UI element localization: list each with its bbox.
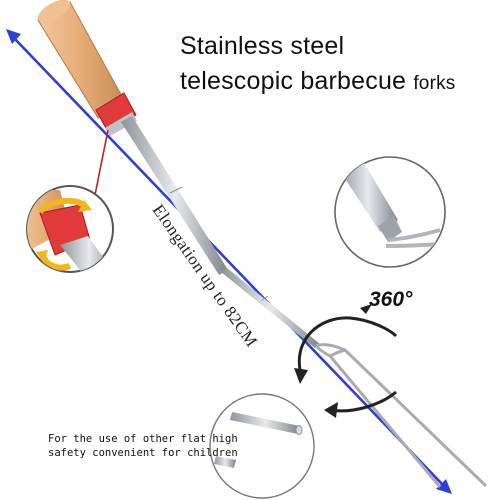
tine-tip-inset bbox=[209, 393, 315, 499]
fork-tines bbox=[314, 343, 488, 488]
joint-detail-inset bbox=[334, 156, 446, 268]
length-arrow bbox=[6, 29, 452, 494]
title-line-2-small: forks bbox=[413, 72, 456, 94]
wooden-handle bbox=[37, 0, 125, 119]
product-title: Stainless steel telescopic barbecue fork… bbox=[180, 32, 490, 96]
title-line-2: telescopic barbecue forks bbox=[180, 67, 490, 96]
telescopic-rod bbox=[121, 116, 320, 348]
rotation-arrow-icon bbox=[294, 304, 398, 418]
safety-note: For the use of other flat high safety co… bbox=[48, 433, 238, 460]
title-line-2-main: telescopic barbecue bbox=[180, 66, 407, 95]
handle-detail-inset bbox=[26, 185, 114, 273]
title-line-1: Stainless steel bbox=[180, 32, 345, 60]
rotation-label: 360° bbox=[369, 288, 413, 311]
